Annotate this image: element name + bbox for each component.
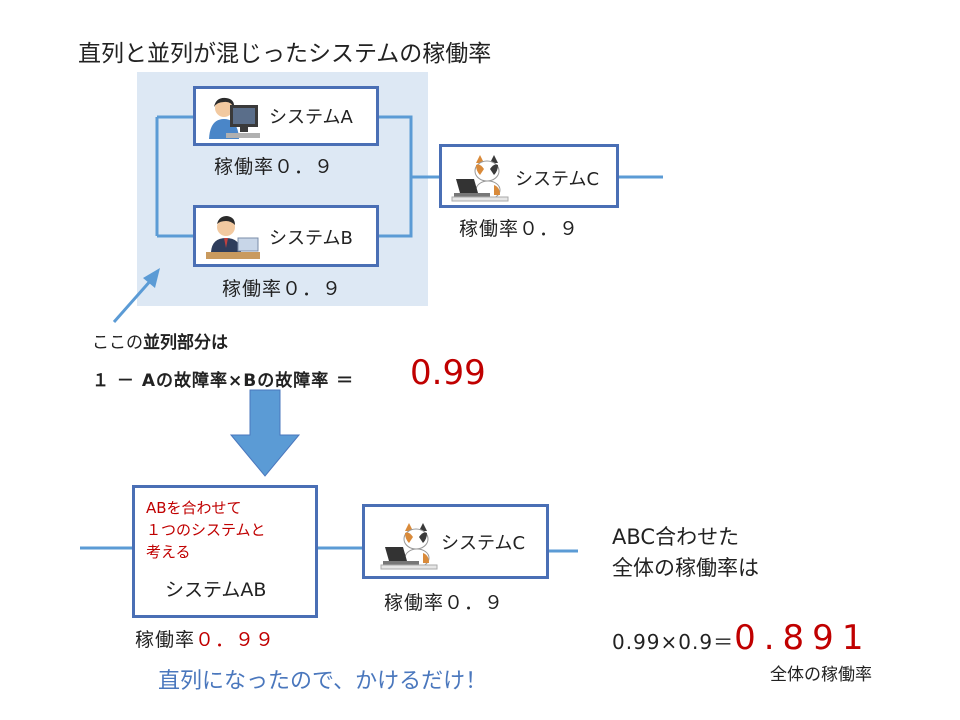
businessman-at-laptop-icon [206,216,260,259]
ab-combine-note: ABを合わせて １つのシステムと 考える [146,497,266,563]
system-a-label: システムA [269,107,353,128]
system-ab-box [132,485,318,618]
ab-note-line-2: １つのシステムと [146,521,266,539]
system-b-rate: 稼働率０．９ [222,278,343,300]
system-ab-rate-prefix: 稼働率 [135,629,196,651]
ab-note-line-3: 考える [146,543,191,561]
system-c-rate: 稼働率０．９ [459,218,580,240]
system-ab-rate: 稼働率０．９９ [135,625,275,652]
pointer-arrow [112,268,160,323]
big-down-arrow [229,389,301,477]
system-a-box: システムA [193,86,379,146]
total-heading: ABC合わせた 全体の稼働率は [612,522,759,584]
bottom-system-c-label: システムC [441,533,526,554]
bottom-system-c-box: システムC [362,504,549,579]
total-calculation: 0.99×0.9＝0.891 [612,618,871,658]
diagram-title: 直列と並列が混じったシステムの稼働率 [78,41,492,67]
serial-message: 直列になったので、かけるだけ！ [158,669,488,694]
parallel-formula: １ － Aの故障率×Bの故障率 ＝ [92,371,355,391]
bottom-system-c-rate: 稼働率０．９ [384,592,505,614]
system-b-box: システムB [193,205,379,267]
parallel-result: 0.99 [410,353,486,393]
total-heading-line-2: 全体の稼働率は [612,556,759,580]
system-c-label: システムC [515,169,600,190]
parallel-note-bold: 並列部分は [143,333,228,353]
total-calc-expression: 0.99×0.9＝ [612,630,735,654]
total-heading-line-1: ABC合わせた [612,525,740,549]
parallel-note-prefix: ここの [92,333,143,353]
ab-note-line-1: ABを合わせて [146,499,242,517]
right-parallel-bus [377,115,413,238]
system-b-label: システムB [269,228,353,249]
system-ab-label: システムAB [165,579,267,601]
system-ab-rate-value: ０．９９ [195,629,276,651]
total-result: 0.891 [734,618,872,658]
parallel-note: ここの並列部分は [92,328,228,353]
system-c-box: システムC [439,144,619,208]
person-at-computer-icon [209,97,260,139]
cat-at-laptop-icon [380,523,438,570]
system-a-rate: 稼働率０．９ [214,156,335,178]
cat-at-laptop-icon [451,155,509,202]
total-caption: 全体の稼働率 [770,665,872,685]
